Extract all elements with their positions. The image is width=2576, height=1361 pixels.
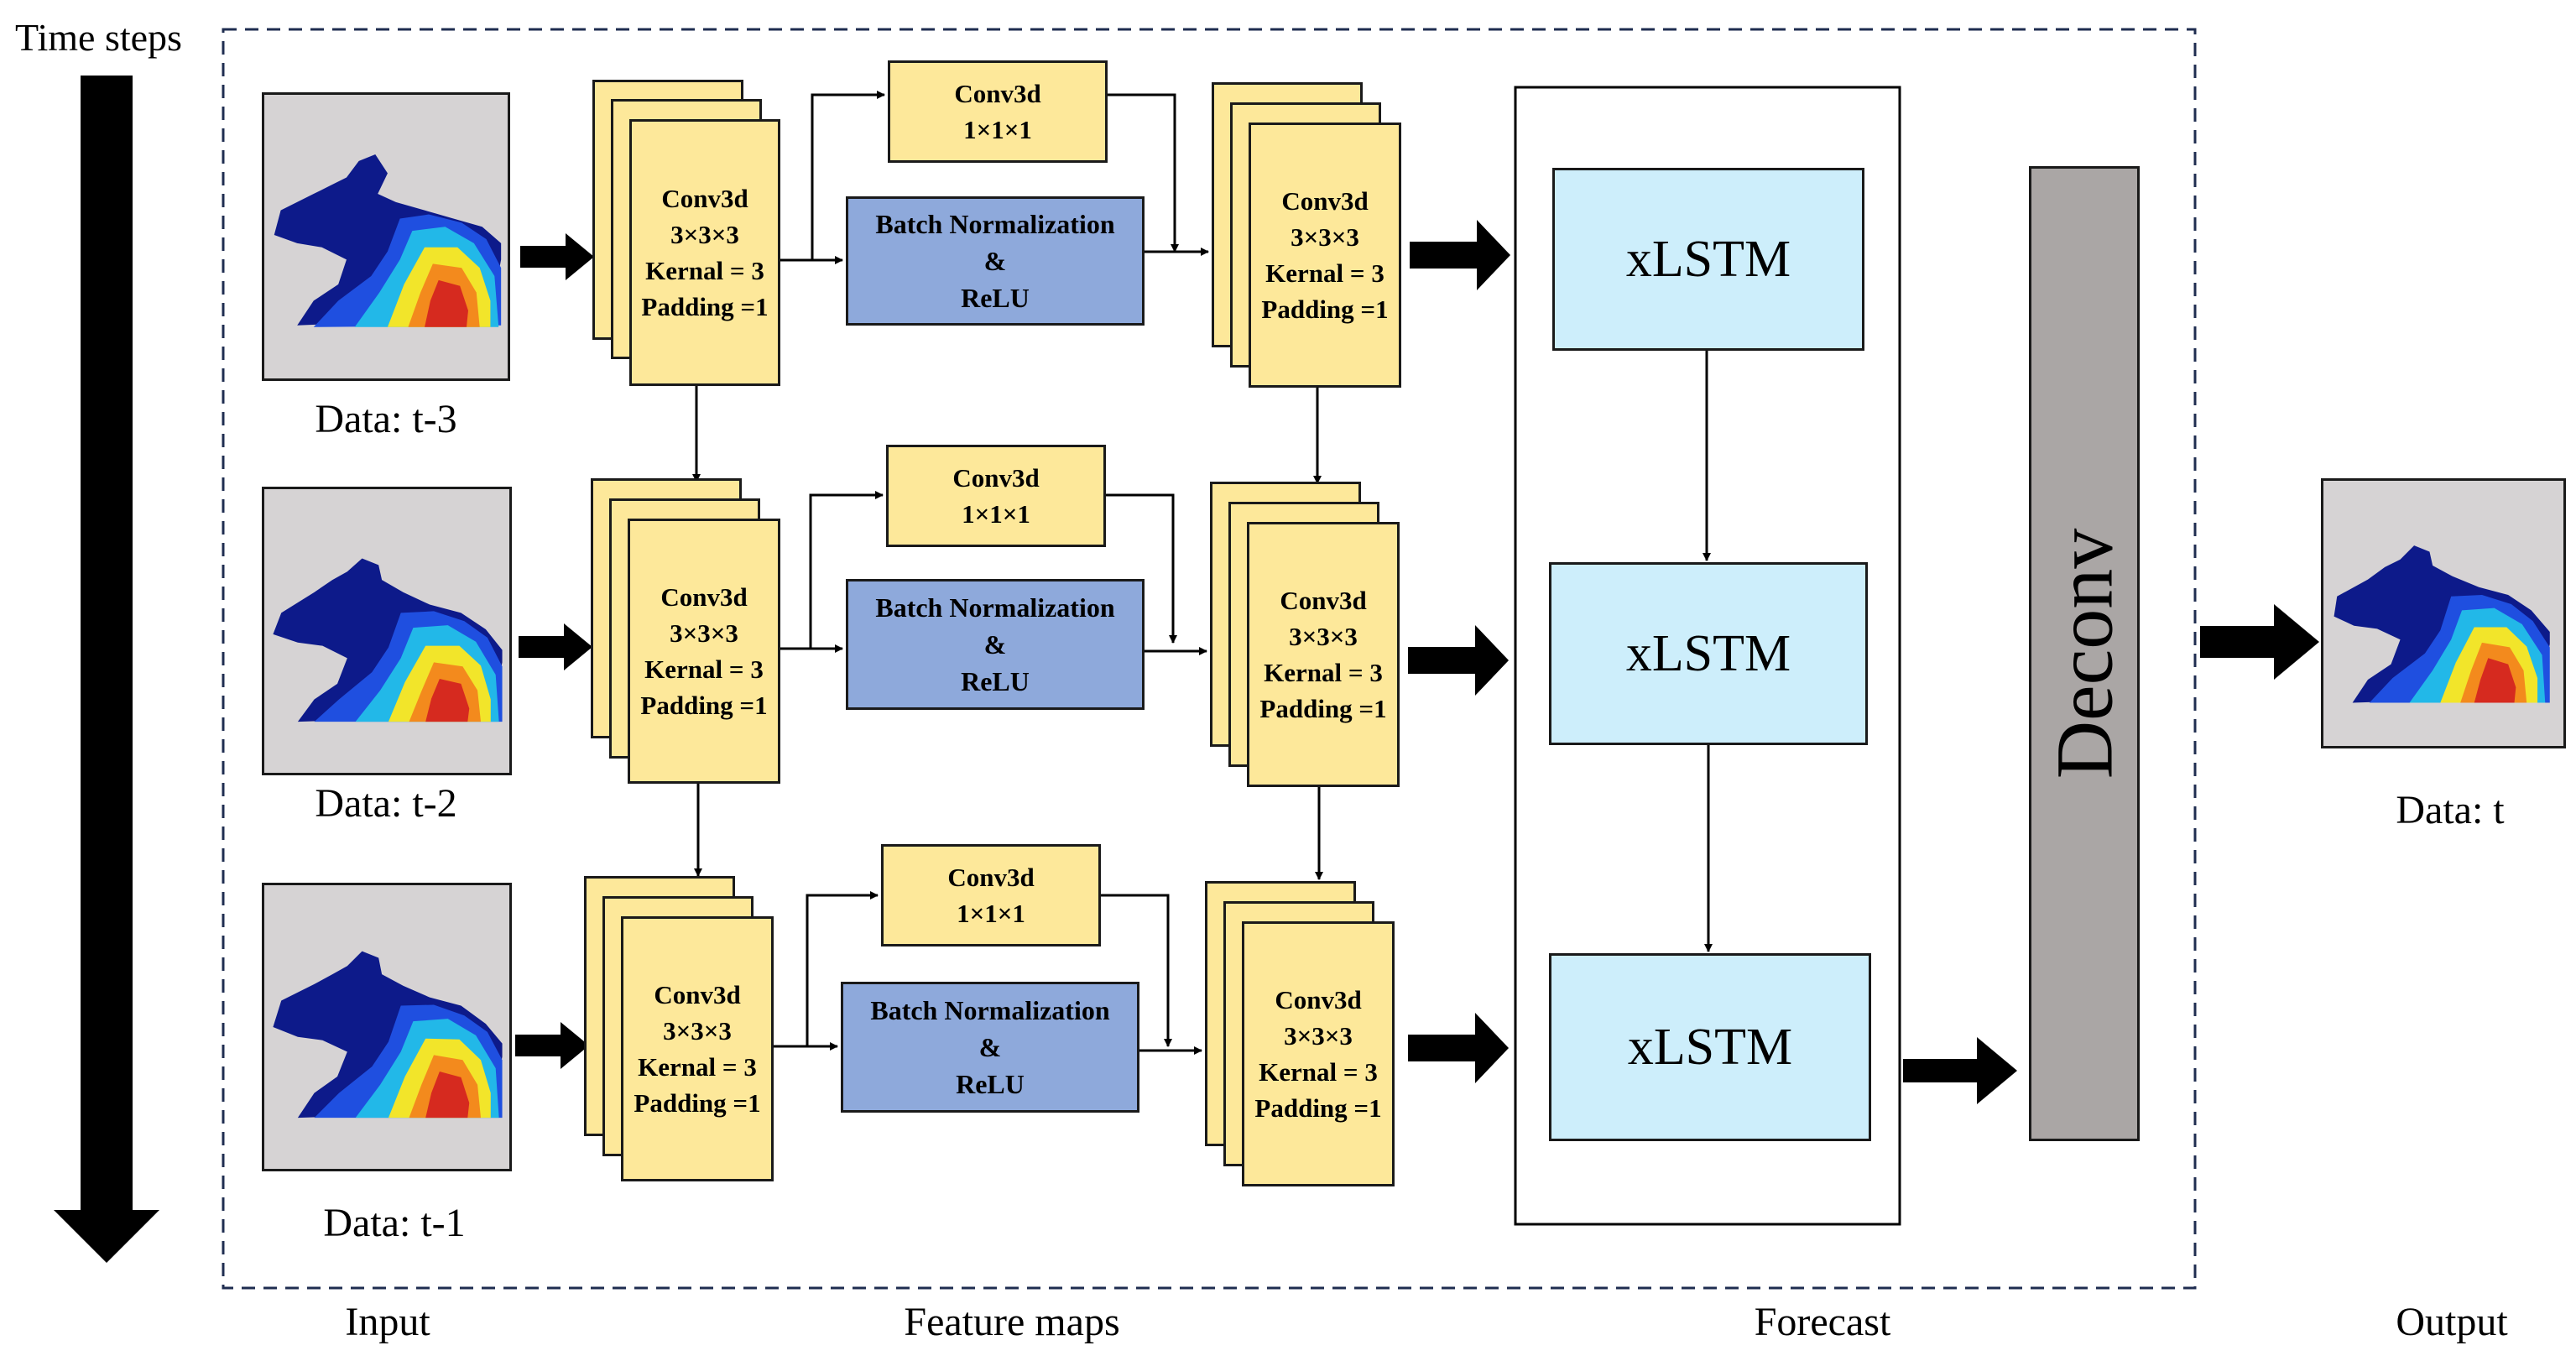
conv-title: Conv3d xyxy=(654,980,741,1009)
bn-line3: ReLU xyxy=(961,666,1030,696)
conv-kernel-size: 3×3×3 xyxy=(1291,222,1359,252)
input-map-t3 xyxy=(262,92,510,381)
conv-title: Conv3d xyxy=(1280,586,1367,615)
heatmap-image xyxy=(273,558,503,722)
conv-kernel: Kernal = 3 xyxy=(645,256,764,285)
time-arrow xyxy=(54,76,159,1263)
bn-line2: & xyxy=(983,246,1007,276)
bn-line2: & xyxy=(978,1032,1002,1062)
conv-kernel-size: 3×3×3 xyxy=(670,220,739,249)
input-caption-t1: Data: t-1 xyxy=(323,1201,466,1245)
conv-padding: Padding =1 xyxy=(640,691,768,720)
batchnorm-relu-block: Batch Normalization & ReLU xyxy=(846,579,1145,710)
batchnorm-relu-block: Batch Normalization & ReLU xyxy=(846,196,1145,326)
row1-connectors xyxy=(692,91,1322,484)
conv-kernel-size: 3×3×3 xyxy=(663,1016,732,1046)
conv-padding: Padding =1 xyxy=(1259,694,1387,723)
conv-kernel-size: 1×1×1 xyxy=(957,899,1025,928)
conv-kernel: Kernal = 3 xyxy=(638,1052,757,1082)
conv-title: Conv3d xyxy=(660,582,748,612)
xlstm-block-3: xLSTM xyxy=(1549,953,1871,1141)
conv-kernel: Kernal = 3 xyxy=(1264,658,1383,687)
big-arrow-row1 xyxy=(520,233,594,280)
conv3d-3x3-block: Conv3d 3×3×3 Kernal = 3 Padding =1 xyxy=(629,119,780,386)
conv3d-3x3-block: Conv3d 3×3×3 Kernal = 3 Padding =1 xyxy=(621,916,774,1181)
batchnorm-relu-block: Batch Normalization & ReLU xyxy=(841,982,1139,1113)
bn-line3: ReLU xyxy=(961,283,1030,313)
conv-title: Conv3d xyxy=(952,463,1040,493)
conv3d-1x1-block: Conv3d 1×1×1 xyxy=(886,445,1106,547)
conv-kernel-size: 1×1×1 xyxy=(963,115,1032,144)
heatmap-image xyxy=(274,154,502,327)
conv-title: Conv3d xyxy=(661,184,748,213)
conv-title: Conv3d xyxy=(947,863,1035,892)
conv-padding: Padding =1 xyxy=(1261,295,1389,324)
conv-title: Conv3d xyxy=(954,79,1041,108)
big-arrow-to-output xyxy=(2200,604,2319,680)
conv3d-3x3-block: Conv3d 3×3×3 Kernal = 3 Padding =1 xyxy=(1242,921,1395,1186)
conv-kernel: Kernal = 3 xyxy=(1265,258,1384,288)
xlstm-block-2: xLSTM xyxy=(1549,562,1868,745)
conv-kernel: Kernal = 3 xyxy=(1259,1057,1378,1087)
conv-kernel-size: 3×3×3 xyxy=(1289,622,1358,651)
output-map xyxy=(2321,478,2566,748)
heatmap-image xyxy=(2334,545,2550,703)
conv-title: Conv3d xyxy=(1281,186,1369,216)
conv3d-1x1-block: Conv3d 1×1×1 xyxy=(888,60,1108,163)
row3-connectors xyxy=(774,891,1202,1055)
conv-kernel: Kernal = 3 xyxy=(644,654,764,684)
section-label-output: Output xyxy=(2396,1300,2508,1344)
big-arrow-to-xlstm-2 xyxy=(1408,625,1509,696)
deconv-label: Deconv xyxy=(2039,528,2130,780)
conv3d-3x3-block: Conv3d 3×3×3 Kernal = 3 Padding =1 xyxy=(1249,123,1401,388)
deconv-block: Deconv xyxy=(2029,166,2140,1141)
section-label-forecast: Forecast xyxy=(1754,1300,1891,1344)
output-caption: Data: t xyxy=(2396,788,2505,832)
input-map-t2 xyxy=(262,487,512,775)
conv-kernel-size: 1×1×1 xyxy=(962,499,1030,529)
big-arrow-to-xlstm-1 xyxy=(1410,220,1510,290)
bn-line1: Batch Normalization xyxy=(870,995,1110,1025)
input-map-t1 xyxy=(262,883,512,1171)
section-label-feature-maps: Feature maps xyxy=(904,1300,1120,1344)
big-arrow-to-deconv xyxy=(1903,1037,2017,1104)
conv-padding: Padding =1 xyxy=(641,292,769,321)
big-arrow-to-xlstm-3 xyxy=(1408,1013,1509,1083)
dashed-frame xyxy=(222,28,2197,1290)
conv-padding: Padding =1 xyxy=(1254,1093,1382,1123)
big-arrow-row3 xyxy=(515,1022,589,1069)
input-caption-t2: Data: t-2 xyxy=(315,781,457,826)
conv3d-3x3-block: Conv3d 3×3×3 Kernal = 3 Padding =1 xyxy=(1247,522,1400,787)
input-caption-t3: Data: t-3 xyxy=(315,397,457,441)
xlstm-connectors xyxy=(1703,349,1713,952)
bn-line1: Batch Normalization xyxy=(875,209,1115,239)
section-label-input: Input xyxy=(345,1300,430,1344)
time-steps-label: Time steps xyxy=(15,16,182,59)
big-arrow-row2 xyxy=(519,623,592,670)
conv-kernel-size: 3×3×3 xyxy=(1284,1021,1353,1051)
conv-title: Conv3d xyxy=(1275,985,1362,1014)
bn-line2: & xyxy=(983,629,1007,660)
conv3d-1x1-block: Conv3d 1×1×1 xyxy=(881,844,1101,946)
xlstm-block-1: xLSTM xyxy=(1552,168,1864,351)
bn-line1: Batch Normalization xyxy=(875,592,1115,623)
conv-kernel-size: 3×3×3 xyxy=(670,618,738,648)
heatmap-image xyxy=(273,951,503,1119)
bn-line3: ReLU xyxy=(956,1069,1025,1099)
conv3d-3x3-block: Conv3d 3×3×3 Kernal = 3 Padding =1 xyxy=(628,519,780,784)
row2-connectors xyxy=(694,491,1323,880)
conv-padding: Padding =1 xyxy=(634,1088,761,1118)
